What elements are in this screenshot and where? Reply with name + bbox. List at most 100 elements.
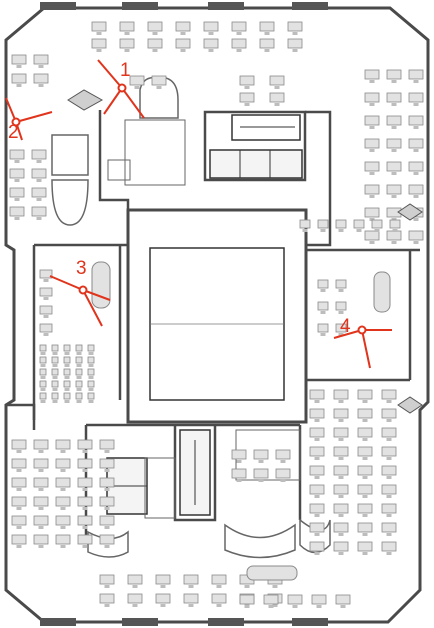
chair [104, 604, 110, 607]
chair [64, 400, 70, 403]
chair [124, 49, 130, 52]
chair [362, 514, 368, 517]
chair [356, 229, 362, 232]
desk [253, 468, 269, 479]
desk [408, 138, 424, 149]
chair [14, 179, 20, 182]
desk [63, 356, 71, 364]
facade-fins [40, 2, 328, 626]
chair [391, 126, 397, 129]
desk [333, 389, 349, 400]
chair [386, 457, 392, 460]
chair [316, 605, 322, 608]
desk [381, 446, 397, 457]
chair [391, 241, 397, 244]
desk [309, 465, 325, 476]
chair [362, 419, 368, 422]
chair [338, 514, 344, 517]
desk [386, 115, 402, 126]
chair [413, 241, 419, 244]
desk [386, 230, 402, 241]
desk [357, 522, 373, 533]
desk [87, 368, 95, 376]
chair [362, 457, 368, 460]
chair [362, 438, 368, 441]
desk [335, 219, 347, 229]
desk [357, 503, 373, 514]
chair [413, 126, 419, 129]
chair [391, 218, 397, 221]
chair [43, 297, 49, 300]
chair [40, 364, 46, 367]
chair [76, 388, 82, 391]
chair [96, 32, 102, 35]
chair [272, 585, 278, 588]
chair [52, 400, 58, 403]
desk [33, 73, 49, 84]
chair [216, 585, 222, 588]
desk [275, 468, 291, 479]
marker-label-3: 3 [76, 258, 87, 279]
desk [87, 380, 95, 388]
chair [369, 126, 375, 129]
chair [16, 526, 22, 529]
desk [39, 287, 53, 297]
desk [33, 515, 49, 526]
desk [309, 503, 325, 514]
chair [386, 476, 392, 479]
chair [338, 229, 344, 232]
desk [364, 230, 380, 241]
chair [38, 450, 44, 453]
desk [333, 408, 349, 419]
chair [38, 84, 44, 87]
chair [413, 172, 419, 175]
marker-label-2: 2 [8, 122, 19, 143]
desk [231, 468, 247, 479]
desk [309, 427, 325, 438]
chair [369, 80, 375, 83]
chair [386, 495, 392, 498]
chair [104, 507, 110, 510]
chair [36, 217, 42, 220]
chair [338, 552, 344, 555]
desk [309, 446, 325, 457]
desk [309, 522, 325, 533]
chair [52, 376, 58, 379]
chair [362, 400, 368, 403]
desk [75, 368, 83, 376]
chair [302, 229, 308, 232]
chair [413, 103, 419, 106]
desk [317, 323, 329, 333]
desk [91, 21, 107, 32]
chair [338, 495, 344, 498]
desk [11, 534, 27, 545]
desk [11, 515, 27, 526]
chair [362, 476, 368, 479]
desk [147, 38, 163, 49]
desk [75, 392, 83, 400]
chair [386, 400, 392, 403]
desk [309, 389, 325, 400]
chair [16, 65, 22, 68]
chair [338, 533, 344, 536]
chair [124, 32, 130, 35]
chair [60, 526, 66, 529]
desk [11, 54, 27, 65]
desk [381, 389, 397, 400]
desk [211, 593, 227, 604]
chair [392, 229, 398, 232]
desk [129, 75, 145, 86]
chair [76, 364, 82, 367]
chair [160, 604, 166, 607]
chair [52, 364, 58, 367]
chair [82, 450, 88, 453]
desk [77, 496, 93, 507]
desk [9, 206, 25, 217]
desk [31, 168, 47, 179]
chair [386, 514, 392, 517]
chair [40, 400, 46, 403]
chair [64, 388, 70, 391]
desk [155, 593, 171, 604]
chair [180, 32, 186, 35]
